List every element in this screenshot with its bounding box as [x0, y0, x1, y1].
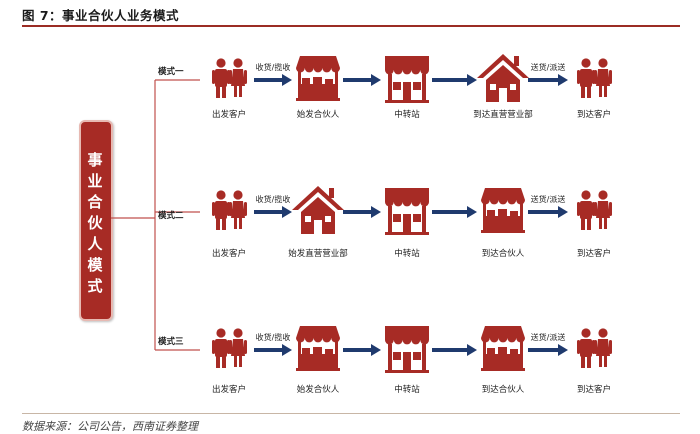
node-caption: 始发直营营业部 — [288, 249, 348, 259]
source-note: 数据来源：公司公告，西南证券整理 — [22, 420, 198, 433]
flow-arrow — [432, 74, 477, 86]
flow-arrow — [432, 206, 477, 218]
couple-icon — [212, 328, 247, 368]
flow-arrow — [528, 74, 568, 86]
figure-title: 图 7：事业合伙人业务模式 — [22, 8, 180, 23]
node-caption: 到达客户 — [576, 385, 611, 395]
node-caption: 始发合伙人 — [296, 385, 340, 395]
node-caption: 出发客户 — [211, 249, 246, 259]
node-caption: 中转站 — [394, 385, 420, 395]
flow-arrow — [254, 344, 292, 356]
central-box — [79, 120, 113, 321]
flow-arrow — [528, 206, 568, 218]
couple-icon — [577, 328, 612, 368]
title-rule — [22, 25, 680, 27]
node-caption: 中转站 — [394, 110, 420, 120]
flow-arrow — [343, 74, 381, 86]
node-caption: 到达直营营业部 — [473, 110, 533, 120]
node-caption: 出发客户 — [211, 385, 246, 395]
flow-arrow — [254, 74, 292, 86]
house-icon — [292, 186, 344, 234]
central-label: 事业合伙人模式 — [87, 151, 103, 295]
couple-icon — [577, 58, 612, 98]
couple-icon — [212, 58, 247, 98]
node-caption: 到达合伙人 — [481, 249, 525, 259]
edge-label: 收货/揽收 — [255, 333, 291, 342]
market-stall-icon — [481, 188, 525, 233]
node-caption: 到达客户 — [576, 249, 611, 259]
flow-arrow — [343, 344, 381, 356]
edge-label: 送货/派送 — [530, 195, 566, 204]
source-rule — [22, 413, 680, 414]
flow-arrow — [432, 344, 477, 356]
flow-arrow — [343, 206, 381, 218]
node-caption: 到达合伙人 — [481, 385, 525, 395]
flow-arrow — [528, 344, 568, 356]
edge-label: 收货/揽收 — [255, 63, 291, 72]
edge-label: 收货/揽收 — [255, 195, 291, 204]
house-icon — [477, 54, 529, 102]
shop-icon — [385, 56, 429, 103]
shop-icon — [385, 326, 429, 373]
node-caption: 中转站 — [394, 249, 420, 259]
couple-icon — [212, 190, 247, 230]
couple-icon — [577, 190, 612, 230]
node-caption: 始发合伙人 — [296, 110, 340, 120]
edge-label: 送货/派送 — [530, 333, 566, 342]
mode-label: 模式二 — [158, 211, 184, 221]
market-stall-icon — [481, 326, 525, 371]
market-stall-icon — [296, 326, 340, 371]
node-caption: 出发客户 — [211, 110, 246, 120]
market-stall-icon — [296, 56, 340, 101]
flow-arrow — [254, 206, 292, 218]
mode-label: 模式三 — [158, 337, 184, 347]
node-caption: 到达客户 — [576, 110, 611, 120]
edge-label: 送货/派送 — [530, 63, 566, 72]
shop-icon — [385, 188, 429, 235]
mode-label: 模式一 — [158, 67, 184, 77]
